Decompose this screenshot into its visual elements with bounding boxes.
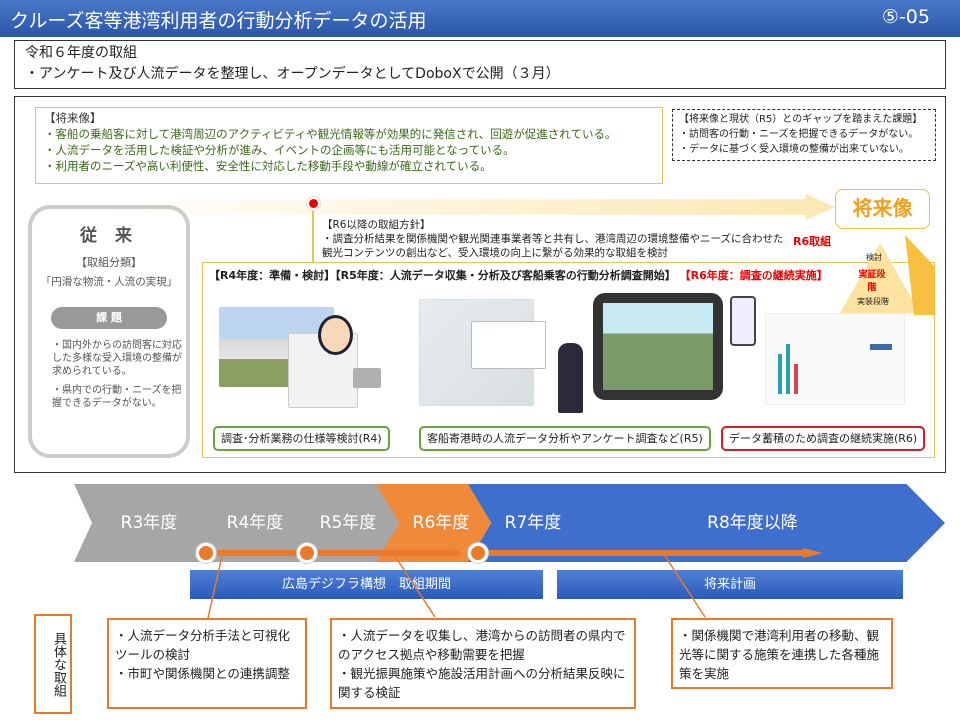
concrete-box-future: ・関係機関で港湾利用者の移動、観光等に関する施策を連携した各種施策を実施 xyxy=(671,618,893,689)
timeline-arrow xyxy=(488,548,823,558)
pyramid-level-implement: 実装段階 xyxy=(857,297,889,306)
activity-heading: 【R4年度：準備・検討】【R5年度：人流データ収集・分析及び客船乗客の行動分析調… xyxy=(209,267,828,283)
concrete-item: ・市町や関係機関との連携調整 xyxy=(115,666,290,681)
milestone-r6 xyxy=(468,543,488,563)
smartphone-image xyxy=(730,296,756,346)
timeline-arrow xyxy=(212,548,300,558)
concrete-item: ・観光振興施策や施設活用計画への分析結果反映に関する検証 xyxy=(338,666,626,700)
policy-text: 【R6以降の取組方針】 ・調査分析結果を関係機関や観光関連事業者等と共有し、港湾… xyxy=(322,218,792,260)
r6-summary-box: 令和６年度の取組 ・アンケート及び人流データを整理し、オープンデータとしてDob… xyxy=(14,40,946,89)
year-r8-onward: R8年度以降 xyxy=(560,484,945,562)
r6-pyramid-label: R6取組 xyxy=(793,235,832,248)
pyramid-level-demo: 実証段階 xyxy=(858,270,886,293)
gap-item: ・訪問客の行動・ニーズを把握できるデータがない。 xyxy=(679,129,919,140)
policy-heading: 【R6以降の取組方針】 xyxy=(322,219,431,231)
presentation-board xyxy=(471,321,546,369)
r6-summary-item: ・アンケート及び人流データを整理し、オープンデータとしてDoboXで公開（３月） xyxy=(25,66,560,82)
presenter-illustration xyxy=(558,343,583,413)
period-digifra: 広島デジフラ構想 取組期間 xyxy=(190,570,543,599)
vision-item: ・客船の乗船客に対して港湾周辺のアクティビティや観光情報等が効果的に発信され、回… xyxy=(44,127,617,141)
concrete-box-r4: ・人流データ分析手法と可視化ツールの検討 ・市町や関係機関との連携調整 xyxy=(107,618,307,709)
current-marker-dot xyxy=(307,197,320,210)
heading-r4: 【R4年度：準備・検討】 xyxy=(209,269,336,282)
caption-r6: データ蓄積のため調査の継続実施(R6) xyxy=(721,426,926,451)
laptop-illustration xyxy=(353,368,381,388)
gap-heading: 【将来像と現状（R5）とのギャップを踏まえた課題】 xyxy=(679,114,923,125)
concrete-box-r5-r6: ・人流データを収集し、港湾からの訪問者の県内でのアクセス拠点や移動需要を把握 ・… xyxy=(330,618,636,709)
concrete-label: 具体な取組 xyxy=(34,614,72,714)
person-illustration xyxy=(318,315,353,355)
milestone-r5 xyxy=(297,543,317,563)
heading-r5: 【R5年度：人流データ収集・分析及び客船乗客の行動分析調査開始】 xyxy=(335,269,676,282)
tablet-survey-image xyxy=(593,293,723,400)
conventional-title: 従 来 xyxy=(80,226,138,246)
connector-line xyxy=(312,210,314,262)
gap-issues-box: 【将来像と現状（R5）とのギャップを踏まえた課題】 ・訪問客の行動・ニーズを把握… xyxy=(672,109,936,161)
concrete-item: ・関係機関で港湾利用者の移動、観光等に関する施策を連携した各種施策を実施 xyxy=(679,628,880,681)
vision-heading: 【将来像】 xyxy=(44,111,102,125)
timeline-arrow xyxy=(312,548,462,558)
overview-panel xyxy=(14,96,946,473)
issue-label: 課 題 xyxy=(51,307,167,329)
concrete-item: ・人流データ分析手法と可視化ツールの検討 xyxy=(115,628,291,662)
activity-panel: 【R4年度：準備・検討】【R5年度：人流データ収集・分析及び客船乗客の行動分析調… xyxy=(202,262,935,458)
caption-r5: 客船寄港時の人流データ分析やアンケート調査など(R5) xyxy=(419,426,711,451)
caption-r4: 調査･分析業務の仕様等検討(R4) xyxy=(213,426,390,451)
category-value: 「円滑な物流・人流の実現」 xyxy=(40,276,178,288)
header-bar: クルーズ客等港湾利用者の行動分析データの活用 ⑤-05 xyxy=(0,0,960,37)
vision-box: 【将来像】 ・客船の乗船客に対して港湾周辺のアクティビティや観光情報等が効果的に… xyxy=(35,107,663,184)
future-vision-label: 将来像 xyxy=(835,189,930,229)
concrete-item: ・人流データを収集し、港湾からの訪問者の県内でのアクセス拠点や移動需要を把握 xyxy=(338,628,626,662)
vision-item: ・利用者のニーズや高い利便性、安全性に対応した移動手段や動線が確立されている。 xyxy=(44,159,492,173)
policy-body: ・調査分析結果を関係機関や観光関連事業者等と共有し、港湾周辺の環境整備やニーズに… xyxy=(322,233,784,259)
issue-item: ・県内での行動・ニーズを把握できるデータがない。 xyxy=(52,385,182,409)
r6-summary-title: 令和６年度の取組 xyxy=(25,45,137,61)
period-future-plan: 将来計画 xyxy=(557,570,903,599)
conventional-box: 従 来 【取組分類】 「円滑な物流・人流の実現」 課 題 ・国内外からの訪問客に… xyxy=(28,205,190,458)
heading-r6: 【R6年度：調査の継続実施】 xyxy=(679,269,828,282)
gap-item: ・データに基づく受入環境の整備が出来ていない。 xyxy=(679,144,909,155)
milestone-r4 xyxy=(196,543,216,563)
issue-item: ・国内外からの訪問客に対応した多様な受入環境の整備が求められている。 xyxy=(52,340,182,377)
page-number: ⑤-05 xyxy=(881,6,930,28)
page-title: クルーズ客等港湾利用者の行動分析データの活用 xyxy=(10,10,427,32)
pyramid-level-review: 検討 xyxy=(866,253,882,262)
category-label: 【取組分類】 xyxy=(76,256,142,269)
vision-item: ・人流データを活用した検証や分析が進み、イベントの企画等にも活用可能となっている… xyxy=(44,143,515,157)
survey-results-chart-image xyxy=(765,313,905,405)
